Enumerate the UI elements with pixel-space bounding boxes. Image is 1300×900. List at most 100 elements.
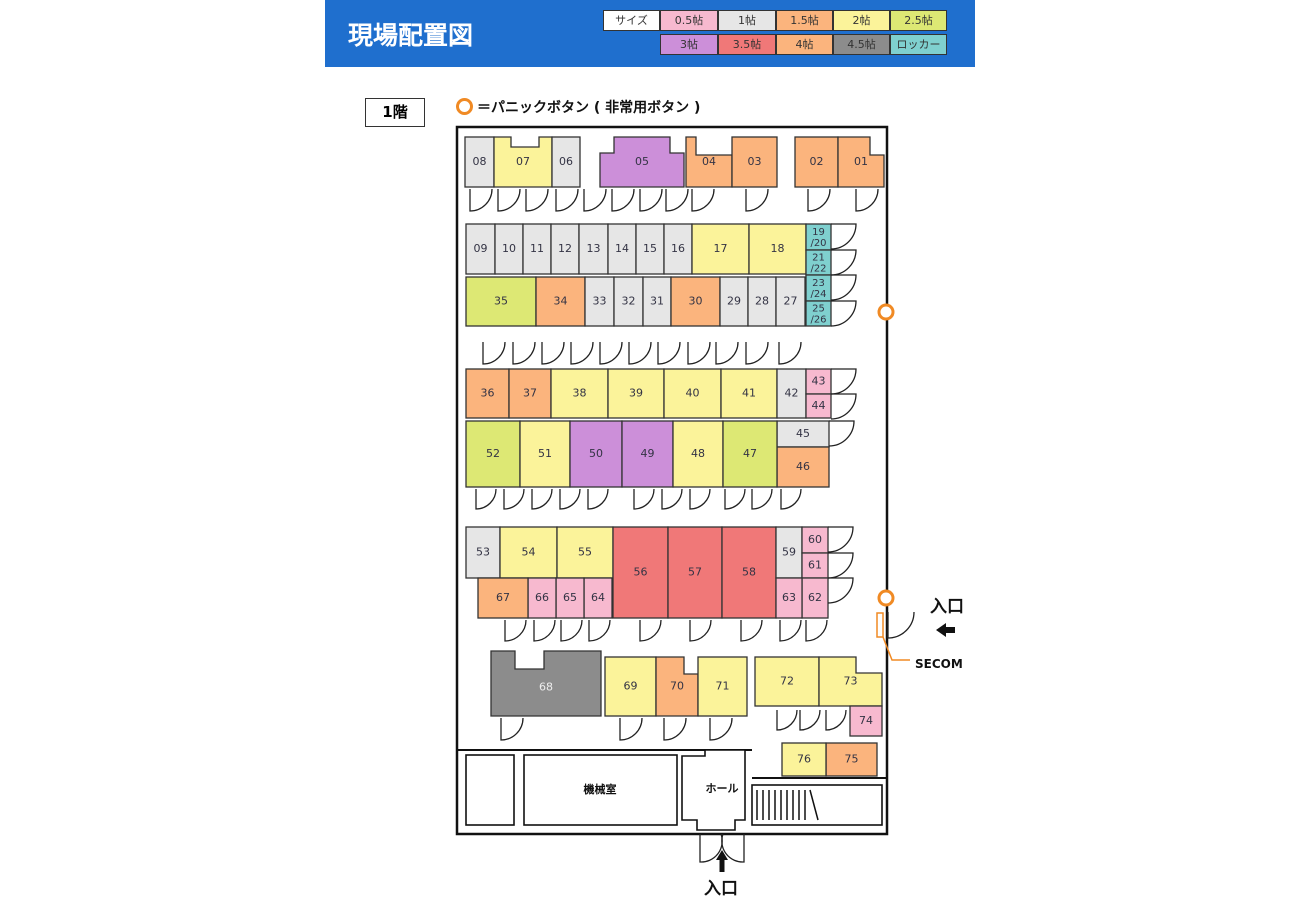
storage-unit[interactable]: 17 xyxy=(691,223,750,275)
storage-unit[interactable]: 30 xyxy=(670,276,721,327)
unit-box[interactable] xyxy=(776,446,830,488)
storage-unit[interactable]: 15 xyxy=(635,223,665,275)
storage-unit[interactable]: 44 xyxy=(805,393,832,419)
storage-unit[interactable]: 48 xyxy=(672,420,724,488)
storage-unit[interactable]: 23/24 xyxy=(805,274,832,302)
storage-unit[interactable]: 19/20 xyxy=(805,223,832,251)
unit-box[interactable] xyxy=(805,223,832,251)
unit-box[interactable] xyxy=(775,276,806,327)
storage-unit[interactable]: 38 xyxy=(550,368,609,419)
storage-unit[interactable]: 69 xyxy=(604,656,657,717)
storage-unit[interactable]: 07 xyxy=(493,136,553,188)
storage-unit[interactable]: 64 xyxy=(583,577,613,619)
unit-box[interactable] xyxy=(464,136,495,188)
unit-box[interactable] xyxy=(801,577,829,619)
unit-box[interactable] xyxy=(613,276,644,327)
unit-box[interactable] xyxy=(818,656,883,707)
storage-unit[interactable]: 16 xyxy=(663,223,693,275)
storage-unit[interactable]: 14 xyxy=(607,223,637,275)
unit-box[interactable] xyxy=(697,656,748,717)
unit-box[interactable] xyxy=(522,223,552,275)
storage-unit[interactable]: 61 xyxy=(801,552,829,579)
storage-unit[interactable]: 66 xyxy=(527,577,557,619)
storage-unit[interactable]: 71 xyxy=(697,656,748,717)
storage-unit[interactable]: 59 xyxy=(775,526,803,579)
unit-box[interactable] xyxy=(722,420,778,488)
unit-box[interactable] xyxy=(465,223,496,275)
storage-unit[interactable]: 63 xyxy=(775,577,803,619)
storage-unit[interactable]: 56 xyxy=(612,526,669,619)
unit-box[interactable] xyxy=(719,276,749,327)
storage-unit[interactable]: 49 xyxy=(621,420,674,488)
unit-box[interactable] xyxy=(721,526,777,619)
storage-unit[interactable]: 18 xyxy=(748,223,807,275)
unit-box[interactable] xyxy=(805,249,832,276)
unit-box[interactable] xyxy=(670,276,721,327)
unit-box[interactable] xyxy=(569,420,623,488)
storage-unit[interactable]: 29 xyxy=(719,276,749,327)
storage-unit[interactable]: 06 xyxy=(551,136,581,188)
storage-unit[interactable]: 11 xyxy=(522,223,552,275)
storage-unit[interactable]: 04 xyxy=(685,136,733,188)
storage-unit[interactable]: 68 xyxy=(490,650,602,717)
storage-unit[interactable]: 60 xyxy=(801,526,829,554)
storage-unit[interactable]: 10 xyxy=(494,223,524,275)
storage-unit[interactable]: 34 xyxy=(535,276,586,327)
storage-unit[interactable]: 65 xyxy=(555,577,585,619)
storage-unit[interactable]: 02 xyxy=(794,136,839,188)
storage-unit[interactable]: 33 xyxy=(584,276,615,327)
storage-unit[interactable]: 51 xyxy=(519,420,571,488)
storage-unit[interactable]: 58 xyxy=(721,526,777,619)
unit-box[interactable] xyxy=(519,420,571,488)
storage-unit[interactable]: 27 xyxy=(775,276,806,327)
storage-unit[interactable]: 31 xyxy=(642,276,672,327)
unit-box[interactable] xyxy=(642,276,672,327)
storage-unit[interactable]: 47 xyxy=(722,420,778,488)
storage-unit[interactable]: 57 xyxy=(667,526,723,619)
storage-unit[interactable]: 41 xyxy=(720,368,778,419)
storage-unit[interactable]: 70 xyxy=(655,656,699,717)
unit-box[interactable] xyxy=(776,368,807,419)
storage-unit[interactable]: 09 xyxy=(465,223,496,275)
storage-unit[interactable]: 45 xyxy=(776,420,830,448)
unit-box[interactable] xyxy=(599,136,685,188)
unit-box[interactable] xyxy=(781,742,827,777)
storage-unit[interactable]: 37 xyxy=(508,368,552,419)
storage-unit[interactable]: 08 xyxy=(464,136,495,188)
storage-unit[interactable]: 72 xyxy=(754,656,820,707)
unit-box[interactable] xyxy=(825,742,878,777)
storage-unit[interactable]: 76 xyxy=(781,742,827,777)
unit-box[interactable] xyxy=(663,368,722,419)
storage-unit[interactable]: 43 xyxy=(805,368,832,395)
storage-unit[interactable]: 75 xyxy=(825,742,878,777)
storage-unit[interactable]: 55 xyxy=(556,526,614,579)
unit-box[interactable] xyxy=(494,223,524,275)
storage-unit[interactable]: 39 xyxy=(607,368,665,419)
storage-unit[interactable]: 32 xyxy=(613,276,644,327)
unit-box[interactable] xyxy=(801,552,829,579)
unit-box[interactable] xyxy=(805,368,832,395)
storage-unit[interactable]: 21/22 xyxy=(805,249,832,276)
storage-unit[interactable]: 74 xyxy=(849,705,883,737)
storage-unit[interactable]: 67 xyxy=(477,577,529,619)
storage-unit[interactable]: 35 xyxy=(465,276,537,327)
unit-box[interactable] xyxy=(621,420,674,488)
unit-box[interactable] xyxy=(490,650,602,717)
unit-box[interactable] xyxy=(747,276,777,327)
unit-box[interactable] xyxy=(837,136,885,188)
storage-unit[interactable]: 25/26 xyxy=(805,300,832,327)
unit-box[interactable] xyxy=(583,577,613,619)
unit-box[interactable] xyxy=(493,136,553,188)
storage-unit[interactable]: 46 xyxy=(776,446,830,488)
unit-box[interactable] xyxy=(805,300,832,327)
storage-unit[interactable]: 50 xyxy=(569,420,623,488)
storage-unit[interactable]: 36 xyxy=(465,368,510,419)
storage-unit[interactable]: 52 xyxy=(465,420,521,488)
unit-box[interactable] xyxy=(775,577,803,619)
unit-box[interactable] xyxy=(550,368,609,419)
storage-unit[interactable]: 42 xyxy=(776,368,807,419)
unit-box[interactable] xyxy=(527,577,557,619)
unit-box[interactable] xyxy=(672,420,724,488)
unit-box[interactable] xyxy=(508,368,552,419)
unit-box[interactable] xyxy=(720,368,778,419)
